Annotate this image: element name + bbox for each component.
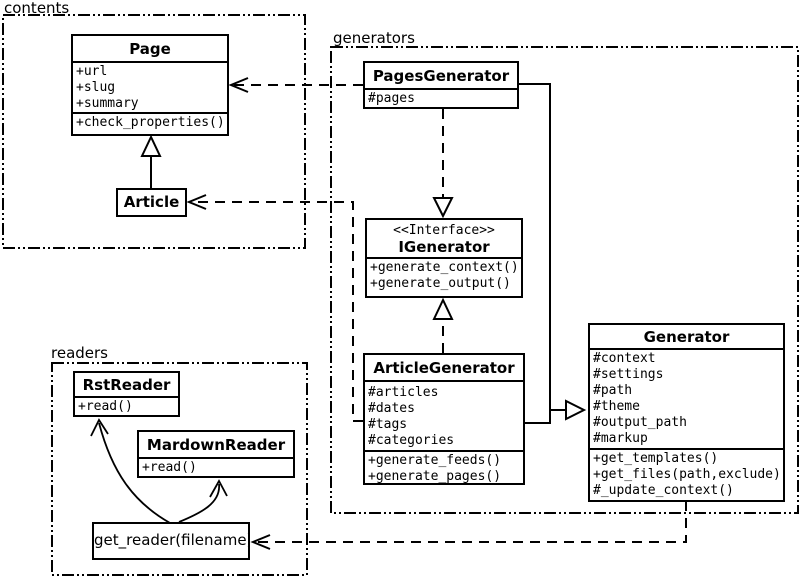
node-label-getreader: get_reader(filename) — [94, 531, 250, 549]
package-label-generators: generators — [333, 29, 415, 47]
class-title-article: Article — [123, 193, 180, 211]
class-attributes-generator: #context#settings#path#theme#output_path… — [590, 348, 783, 448]
package-generators-border — [330, 46, 799, 514]
class-title-markdownreader: MardownReader — [146, 436, 286, 454]
member-line: +read() — [142, 460, 197, 475]
package-label-contents: contents — [4, 0, 70, 17]
interface-box-igenerator: <<Interface>> IGenerator +generate_conte… — [365, 218, 523, 298]
member-line: +read() — [78, 399, 133, 414]
interface-header-igenerator: <<Interface>> IGenerator — [367, 220, 521, 257]
class-attributes-page: +url+slug+summary — [73, 61, 227, 112]
member-line: +generate_pages() — [368, 469, 502, 484]
dependency-arrowhead-getreader — [250, 534, 271, 550]
member-line: #tags — [368, 417, 408, 432]
class-box-article: Article — [116, 188, 187, 217]
member-line: +slug — [76, 80, 116, 95]
package-label-readers: readers — [51, 344, 108, 362]
member-line: #_update_context() — [593, 483, 734, 498]
interface-title-igenerator: IGenerator — [398, 238, 490, 256]
class-attributes-pagesgenerator: #pages — [365, 88, 517, 107]
class-title-generator: Generator — [643, 328, 730, 346]
package-readers-border — [51, 362, 308, 576]
arrowhead-markdownreader — [209, 479, 228, 498]
member-line: +generate_output() — [370, 276, 511, 291]
member-line: +generate_feeds() — [368, 453, 502, 468]
member-line: #markup — [593, 431, 648, 446]
getreader-to-rstreader-curve — [98, 422, 171, 524]
class-box-markdownreader: MardownReader +read() — [137, 430, 295, 478]
node-box-getreader: get_reader(filename) — [92, 522, 250, 560]
member-line: +get_templates() — [593, 451, 719, 466]
member-line: #pages — [368, 91, 415, 106]
member-line: +summary — [76, 96, 139, 111]
class-attributes-articlegenerator: #articles#dates#tags#categories — [365, 380, 523, 450]
arrowhead-rstreader — [90, 418, 109, 437]
getreader-to-markdownreader-curve — [178, 483, 220, 523]
member-line: #settings — [593, 367, 664, 382]
class-methods-page: +check_properties() — [73, 112, 227, 133]
package-contents-border — [2, 14, 306, 249]
class-methods-rstreader: +read() — [75, 396, 178, 415]
interface-stereotype: <<Interface>> — [393, 223, 495, 238]
member-line: #context — [593, 351, 656, 366]
member-line: +check_properties() — [76, 115, 225, 130]
class-title-articlegenerator: ArticleGenerator — [373, 359, 515, 377]
member-line: +generate_context() — [370, 260, 519, 275]
class-box-articlegenerator: ArticleGenerator #articles#dates#tags#ca… — [363, 353, 525, 485]
realization-arrowhead-igenerator-top — [432, 197, 454, 219]
generator-to-getreader-dependency-line — [254, 501, 687, 543]
dependency-arrowhead-article — [186, 194, 207, 210]
class-title-page: Page — [129, 40, 171, 58]
member-line: #categories — [368, 433, 455, 448]
member-line: #dates — [368, 401, 415, 416]
class-methods-articlegenerator: +generate_feeds()+generate_pages() — [365, 450, 523, 484]
class-methods-generator: +get_templates()+get_files(path,exclude)… — [590, 448, 783, 500]
class-box-page: Page +url+slug+summary +check_properties… — [71, 34, 229, 136]
generators-to-generator-generalization-line — [519, 83, 551, 424]
member-line: #path — [593, 383, 633, 398]
class-box-rstreader: RstReader +read() — [73, 371, 180, 417]
interface-methods-igenerator: +generate_context()+generate_output() — [367, 257, 521, 294]
member-line: #theme — [593, 399, 640, 414]
class-title-rstreader: RstReader — [82, 376, 171, 394]
member-line: +url — [76, 64, 108, 79]
generalization-arrowhead-page — [140, 134, 162, 157]
realization-arrowhead-igenerator-bottom — [432, 297, 454, 320]
class-title-pagesgenerator: PagesGenerator — [372, 67, 510, 85]
generalization-arrowhead-generator — [565, 399, 587, 421]
dependency-arrowhead-page — [228, 77, 249, 93]
class-box-pagesgenerator: PagesGenerator #pages — [363, 61, 519, 109]
class-box-generator: Generator #context#settings#path#theme#o… — [588, 323, 785, 502]
member-line: #articles — [368, 385, 439, 400]
member-line: #output_path — [593, 415, 687, 430]
articlegenerator-to-article-dependency-line — [190, 201, 363, 422]
class-methods-markdownreader: +read() — [139, 457, 293, 476]
member-line: +get_files(path,exclude) — [593, 467, 781, 482]
